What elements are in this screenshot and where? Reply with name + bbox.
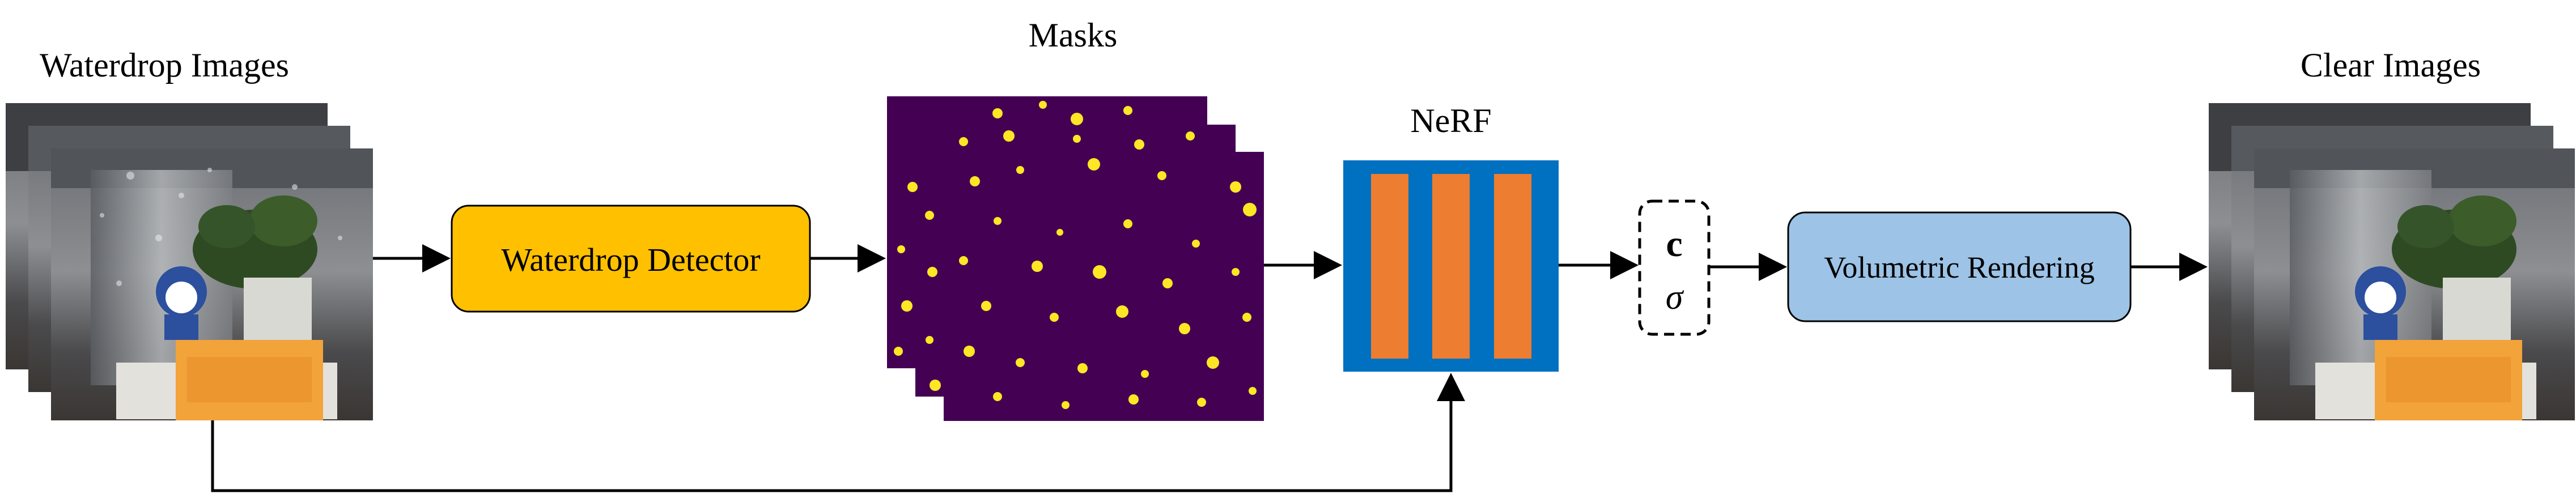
clear-images-label: Clear Images [2301, 46, 2481, 84]
figurine-icon [156, 266, 207, 340]
mask-stack [887, 96, 1264, 421]
waterdrop-image-stack [6, 103, 373, 420]
nerf-network [1343, 160, 1559, 372]
nerf-label: NeRF [1410, 102, 1491, 139]
clear-image-front [2254, 148, 2575, 420]
connectors [211, 244, 2208, 492]
mask-drops [894, 101, 1257, 409]
waterdrop-image-front [51, 148, 373, 420]
figurine-icon [2355, 266, 2406, 340]
volumetric-rendering-label: Volumetric Rendering [1824, 250, 2094, 284]
water-drops [100, 168, 342, 286]
nerf-layer-3 [1494, 174, 1531, 359]
waterdrop-detector-label: Waterdrop Detector [501, 241, 761, 278]
waterdrop-detector-node: Waterdrop Detector [451, 205, 811, 313]
masks-label: Masks [1029, 16, 1118, 54]
output-density-label: σ [1666, 278, 1684, 317]
arrow-images-to-nerf-skip [211, 373, 1465, 492]
nerf-layer-2 [1432, 174, 1470, 359]
nerf-output-node: c σ [1638, 199, 1711, 336]
mask-front [944, 152, 1264, 421]
book-cover [2375, 340, 2522, 420]
waterdrop-images-label: Waterdrop Images [40, 46, 289, 84]
plant-icon [2392, 195, 2516, 346]
clear-image-stack [2209, 103, 2575, 420]
nerf-layer-1 [1371, 174, 1408, 359]
plant-icon [193, 195, 317, 346]
output-color-label: c [1666, 223, 1682, 265]
volumetric-rendering-node: Volumetric Rendering [1787, 211, 2132, 322]
book-cover [176, 340, 323, 420]
